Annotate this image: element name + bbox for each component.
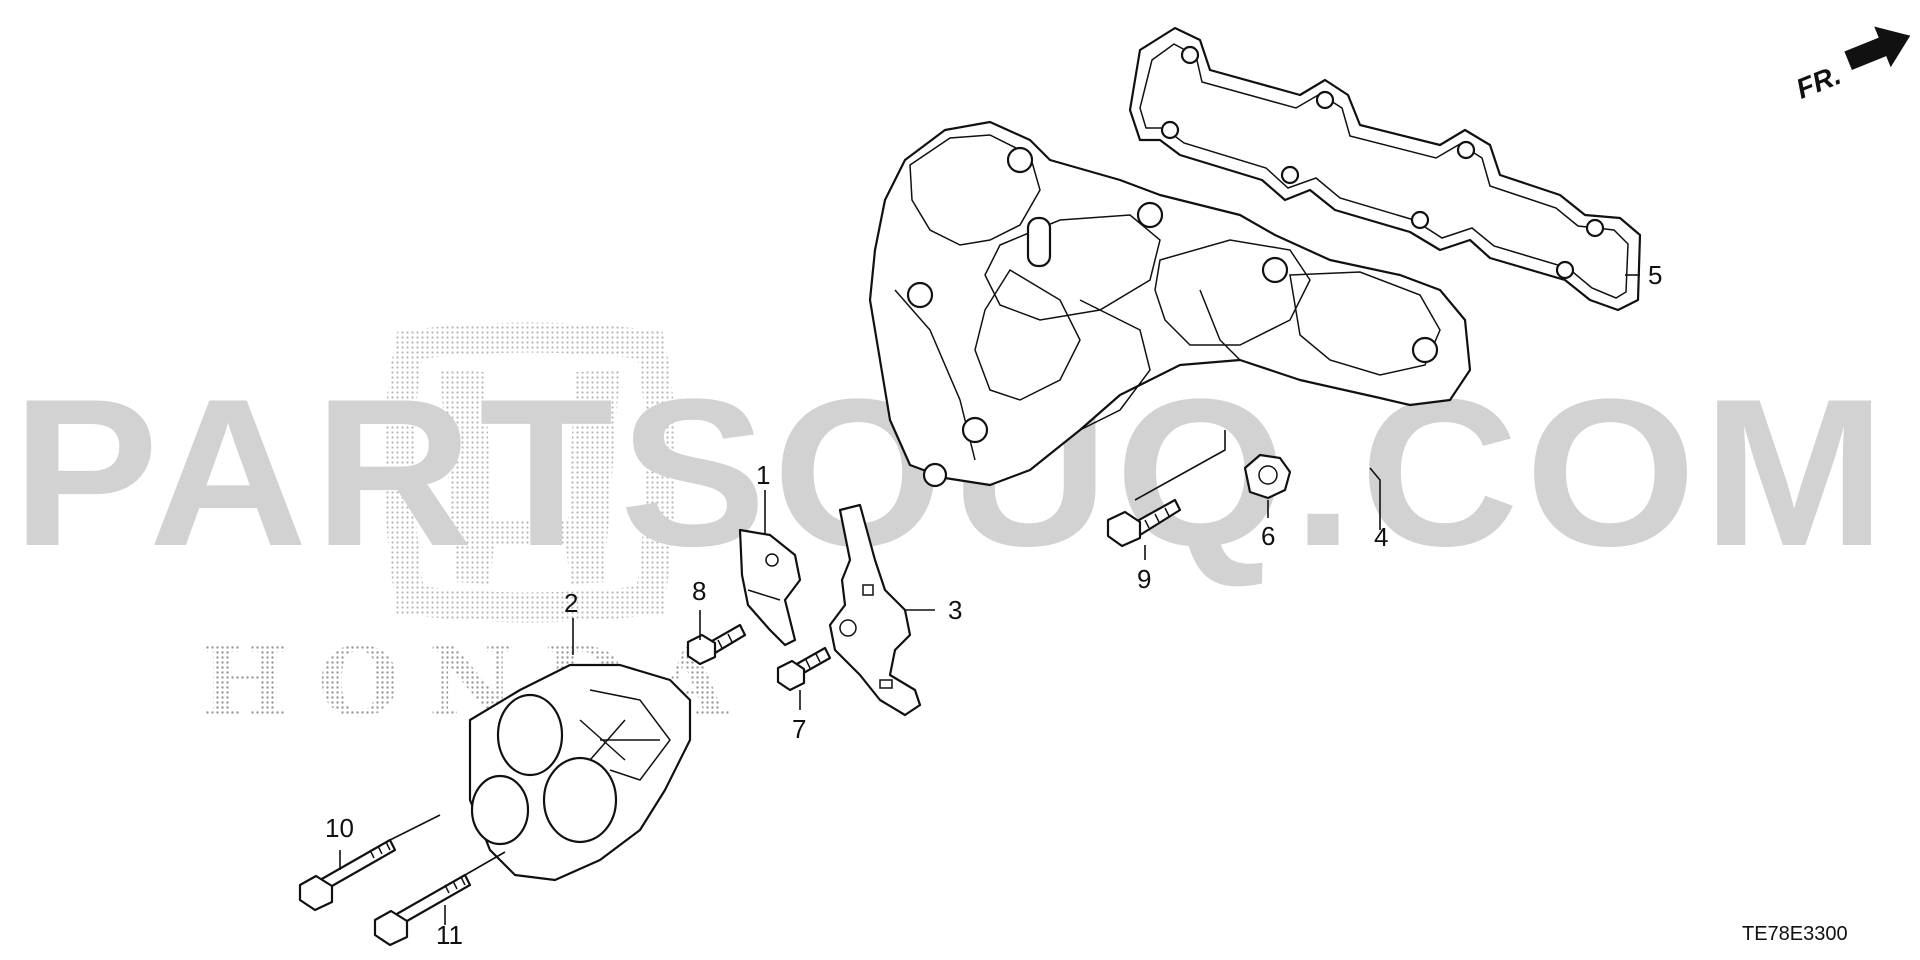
callout-3: 3 xyxy=(948,595,962,625)
callout-7: 7 xyxy=(792,714,806,744)
bolt-10 xyxy=(298,814,441,912)
diagram-code: TE78E3300 xyxy=(1742,923,1848,945)
callout-9: 9 xyxy=(1137,564,1151,594)
bolt-9 xyxy=(1106,498,1182,548)
front-direction-label: FR. xyxy=(1792,59,1845,105)
nut-6 xyxy=(1243,453,1292,500)
honda-logo-watermark xyxy=(384,322,676,623)
bracket-3 xyxy=(828,503,922,717)
callout-2: 2 xyxy=(564,588,578,618)
manifold-bracket-2 xyxy=(468,663,692,882)
callout-6: 6 xyxy=(1261,521,1275,551)
callout-10: 10 xyxy=(325,813,354,843)
exhaust-gasket xyxy=(1128,26,1642,312)
callout-5: 5 xyxy=(1648,260,1662,290)
front-direction-indicator: FR. xyxy=(1792,26,1911,105)
bolt-7 xyxy=(776,646,832,692)
callout-4: 4 xyxy=(1374,522,1388,552)
bolt-11 xyxy=(373,851,506,947)
callout-1: 1 xyxy=(756,460,770,490)
bracket-1 xyxy=(738,528,802,647)
leader-lines xyxy=(339,274,1640,925)
callout-8: 8 xyxy=(692,576,706,606)
callout-11: 11 xyxy=(436,920,463,950)
exhaust-manifold xyxy=(868,120,1472,488)
arrow-right-icon xyxy=(1844,26,1911,71)
bolt-8 xyxy=(686,623,747,666)
